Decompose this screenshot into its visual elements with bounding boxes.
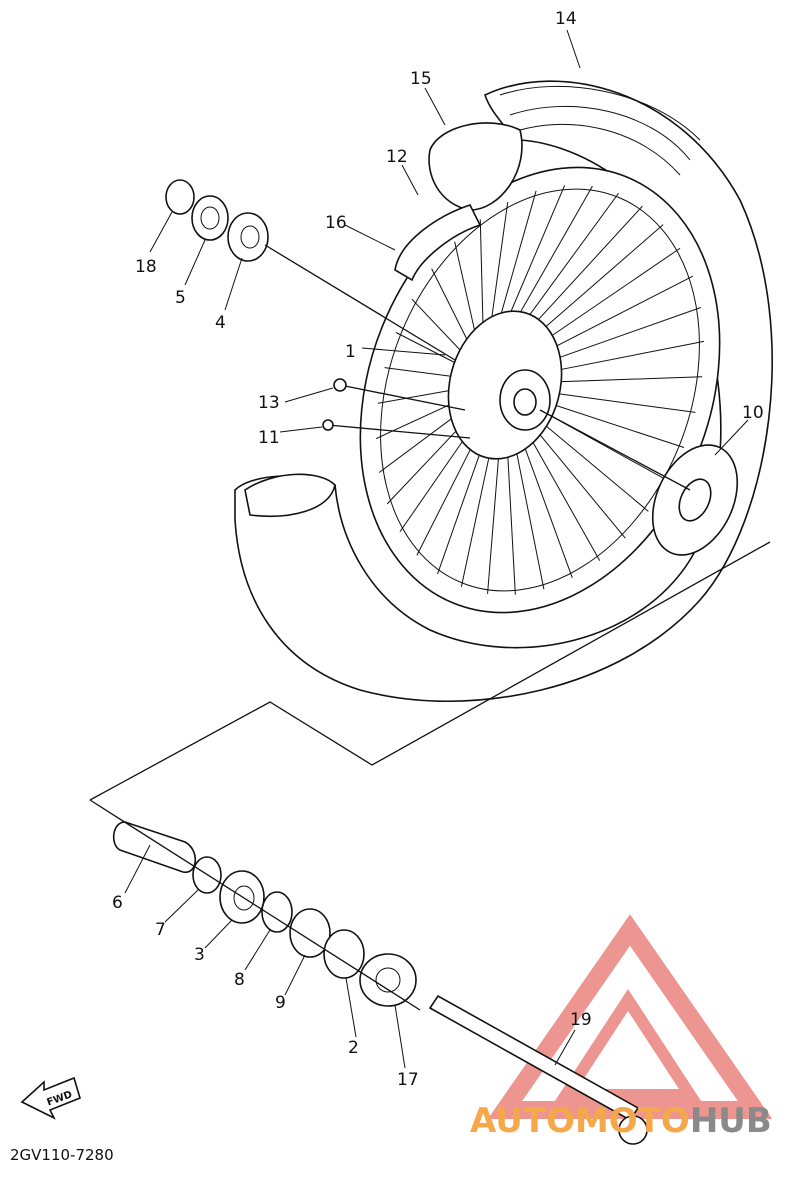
spoke	[544, 376, 703, 383]
callout-9: 9	[275, 993, 286, 1013]
axis-line	[264, 244, 456, 361]
callout-18: 18	[135, 257, 157, 277]
spoke	[454, 241, 479, 345]
spoke-11	[327, 424, 471, 439]
spoke	[502, 185, 566, 331]
axle-head	[618, 1115, 648, 1145]
tire-tread	[499, 86, 701, 176]
spoke	[460, 437, 494, 587]
hub-center	[513, 388, 537, 416]
spoke	[526, 430, 601, 561]
callout-16: 16	[325, 213, 347, 233]
clutch-8	[261, 891, 293, 933]
spoke	[520, 435, 573, 578]
spacer-18	[165, 179, 195, 215]
callout-10: 10	[742, 403, 764, 423]
callout-2: 2	[348, 1038, 359, 1058]
spoke	[509, 185, 593, 331]
callout-14: 14	[555, 9, 577, 29]
callout-labels: 14 15 12 16 18 5 4 1 13 11 10 6 7 3 8 9 …	[112, 9, 764, 1090]
callout-15: 15	[410, 69, 432, 89]
rim-band	[394, 204, 482, 282]
callout-5: 5	[175, 288, 186, 308]
spoke	[431, 268, 474, 352]
callout-19: 19	[570, 1010, 592, 1030]
callout-11: 11	[258, 428, 280, 448]
axis-line-2	[539, 409, 691, 491]
drawing-code: 2GV110-7280	[10, 1146, 114, 1164]
axle-19	[428, 994, 640, 1122]
spoke	[544, 391, 696, 413]
oil-seal-2	[323, 929, 365, 979]
spoke	[543, 340, 705, 374]
callout-1: 1	[345, 342, 356, 362]
spoke	[534, 247, 681, 349]
callout-12: 12	[386, 147, 408, 167]
callout-17: 17	[397, 1070, 419, 1090]
oil-seal-5	[191, 195, 229, 241]
fwd-arrow: FWD	[20, 1076, 81, 1120]
spoke	[487, 439, 501, 594]
callout-7: 7	[155, 920, 166, 940]
callout-6: 6	[112, 893, 123, 913]
watermark-text-b: HUB	[690, 1101, 772, 1141]
callout-8: 8	[234, 970, 245, 990]
bearing-4	[227, 212, 269, 262]
callout-13: 13	[258, 393, 280, 413]
bracket-line-2	[89, 799, 421, 1011]
spoke-13	[339, 384, 466, 411]
spoke	[479, 219, 484, 339]
spacer-6	[112, 821, 197, 873]
spoke	[528, 224, 664, 342]
automotohub-logo	[487, 914, 773, 1119]
spoke	[495, 190, 537, 332]
watermark-text: AUTOMOTOHUB	[470, 1101, 772, 1141]
nipple-13	[333, 378, 347, 392]
tire-section	[244, 473, 336, 518]
spoke	[543, 400, 685, 448]
gear-unit-17	[359, 953, 417, 1007]
spoke	[506, 439, 516, 595]
bracket-line	[89, 541, 771, 801]
spoke	[538, 275, 693, 356]
inner-tube	[428, 122, 523, 211]
spoke	[437, 433, 488, 575]
spoke	[488, 202, 509, 335]
drive-hub-center	[678, 478, 712, 522]
oil-seal-9	[289, 908, 331, 958]
callout-3: 3	[194, 945, 205, 965]
spoke	[516, 192, 620, 333]
leader-lines	[124, 29, 749, 1069]
spoke	[541, 307, 701, 365]
spoke	[531, 425, 626, 539]
spoke	[536, 417, 649, 512]
watermark-text-a: AUTOMOTO	[470, 1101, 690, 1141]
spoke	[522, 205, 643, 337]
nipple-11	[322, 419, 334, 431]
spoke	[513, 438, 545, 590]
callout-4: 4	[215, 313, 226, 333]
